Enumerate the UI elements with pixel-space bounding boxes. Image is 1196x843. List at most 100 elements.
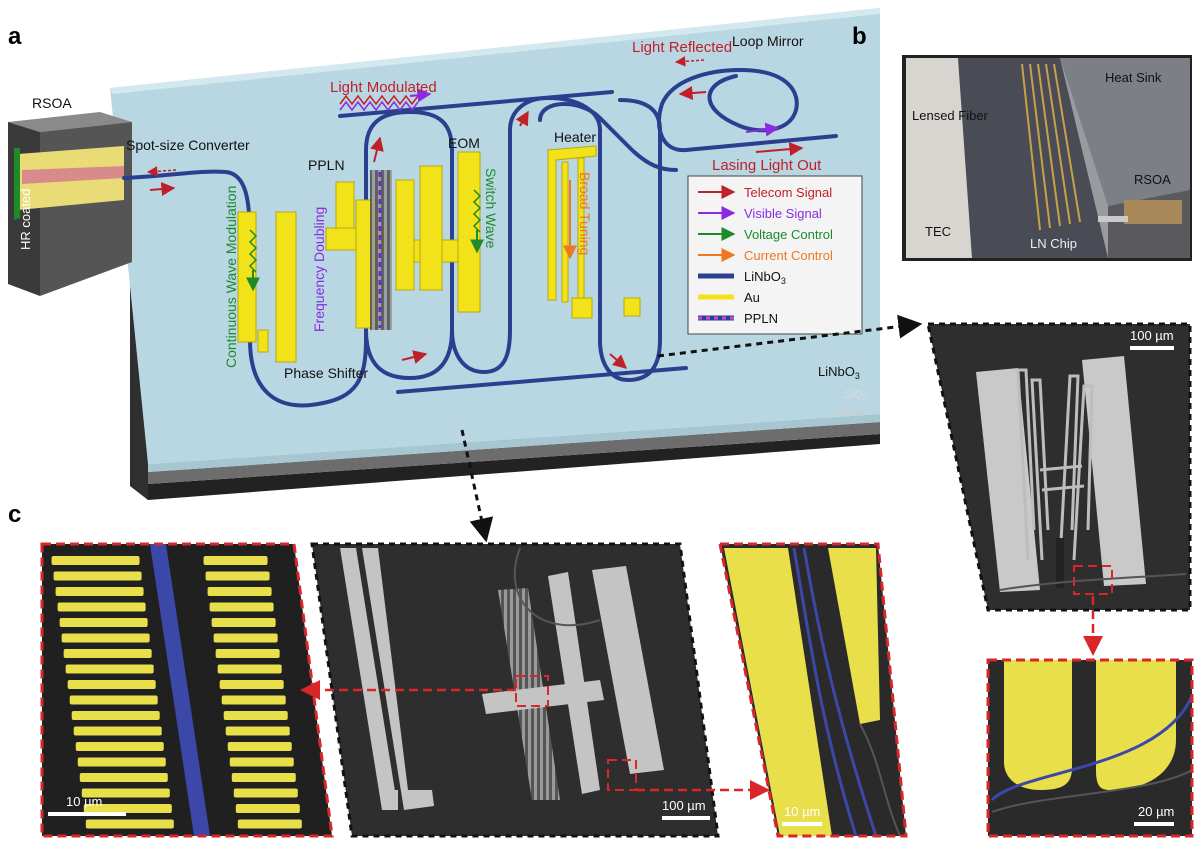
legend-label: LiNbO3: [744, 269, 786, 286]
legend-label: PPLN: [744, 311, 778, 326]
ppln-finger-left: [63, 649, 152, 658]
ppln-finger-right: [221, 695, 286, 705]
legend-label: Telecom Signal: [744, 185, 832, 200]
ppln-finger-left: [59, 618, 148, 627]
phase-shifter-electrode-right: [275, 211, 297, 363]
ppln-finger-left: [57, 602, 146, 612]
ppln-comb: [370, 170, 392, 330]
tec-label: TEC: [925, 224, 951, 239]
ppln-finger-left: [67, 680, 156, 689]
light-modulated-label: Light Modulated: [330, 79, 437, 96]
ppln-finger-right: [205, 571, 270, 581]
ppln-finger-left: [65, 664, 154, 674]
ppln-finger-left: [71, 711, 160, 720]
ppln-finger-right: [225, 726, 290, 736]
heater-pad-right: [623, 297, 641, 317]
ppln-finger-left: [83, 804, 172, 813]
telecom-arrow-input: [149, 182, 176, 197]
eom-label: EOM: [448, 135, 480, 151]
hr-coated-label: HR coated: [18, 189, 33, 250]
ppln-finger-right: [213, 633, 278, 643]
lasing-light-out-label: Lasing Light Out: [712, 157, 822, 174]
heat-sink-label: Heat Sink: [1105, 70, 1162, 85]
ppln-finger-left: [69, 695, 158, 705]
ppln-finger-right: [223, 711, 288, 720]
panel-label-c: c: [8, 501, 21, 528]
phase-shifter-label: Phase Shifter: [284, 365, 368, 381]
ppln-finger-left: [73, 726, 162, 736]
rsoa-block: [8, 112, 132, 296]
setup-photo: [902, 55, 1192, 261]
loop-mirror-label: Loop Mirror: [732, 33, 804, 49]
loop-mirror-waveguide: [657, 67, 799, 153]
chip-top-surface: [110, 8, 880, 464]
ppln-finger-right: [203, 556, 268, 565]
lower-bus-waveguide: [396, 366, 688, 394]
continuous-wave-modulation-label: Continuous Wave Modulation: [223, 186, 239, 368]
switch-wave-label: Switch Wave: [483, 168, 499, 249]
ppln-finger-left: [79, 773, 168, 782]
chip-signal-arrows: [146, 56, 804, 369]
ppln-finger-left: [85, 819, 174, 829]
ppln-finger-right: [237, 819, 302, 829]
ppln-label: PPLN: [308, 157, 345, 173]
heater-zoom-scale-label: 20 µm: [1138, 804, 1174, 819]
ln-chip-label: LN Chip: [1030, 236, 1077, 251]
ppln-finger-right: [215, 649, 280, 658]
lensed-fiber-label-line: Lensed Fiber: [912, 108, 989, 123]
ppln-finger-left: [75, 742, 164, 751]
ppln-finger-right: [235, 804, 300, 813]
ppln-finger-left: [77, 757, 166, 767]
sio2-layer-label: SiO2: [844, 389, 867, 403]
ppln-finger-right: [207, 587, 272, 596]
ppln-finger-right: [227, 742, 292, 751]
chip-sio2-edge: [148, 422, 880, 484]
heater-left-wire: [547, 145, 597, 301]
light-reflected-label: Light Reflected: [632, 39, 732, 56]
ppln-ring-bottom: [364, 328, 454, 381]
ppln-finger-left: [81, 788, 170, 798]
ppln-finger-right: [211, 618, 276, 627]
ppln-callout-arrow: [460, 429, 494, 543]
upper-bus-waveguide: [338, 90, 614, 118]
ppln-zoom-image: [40, 542, 334, 838]
rsoa-label: RSOA: [32, 95, 72, 111]
chip-silicon-edge: [148, 434, 880, 500]
eom-zoom-image: [718, 542, 908, 838]
ppln-finger-right: [217, 664, 282, 674]
photo-electrode-traces: [1021, 63, 1081, 231]
ppln-finger-left: [55, 587, 144, 596]
eom-electrode-left: [419, 165, 443, 291]
ppln-finger-right: [209, 602, 274, 612]
panel-label-b: b: [852, 23, 867, 50]
chip-body: [110, 8, 880, 500]
spot-size-converter-label: Spot-size Converter: [126, 137, 250, 153]
heater-sem-scale-label: 100 µm: [1130, 328, 1174, 343]
panel-label-a: a: [8, 23, 22, 50]
ppln-finger-right: [219, 680, 284, 689]
legend-label: Current Control: [744, 248, 833, 263]
frequency-doubling-label: Frequency Doubling: [311, 207, 327, 332]
eom-zoom-scale-label: 10 µm: [784, 804, 820, 819]
photo-rsoa-label: RSOA: [1134, 172, 1171, 187]
ppln-finger-right: [229, 757, 294, 767]
ppln-finger-right: [233, 788, 298, 798]
chip-linbo3-edge: [148, 414, 880, 472]
ppln-finger-left: [61, 633, 150, 643]
legend-label: Voltage Control: [744, 227, 833, 242]
ppln-finger-left: [51, 556, 140, 565]
heater-label: Heater: [554, 129, 596, 145]
ppln-finger-right: [231, 773, 296, 782]
heater-sem-image: [926, 322, 1192, 612]
heater-pad-left: [571, 297, 593, 319]
linbo3-layer-label: LiNbO3: [818, 364, 860, 381]
silicon-layer-label: Silicon: [836, 406, 868, 418]
output-waveguide: [684, 134, 838, 152]
ppln-finger-left: [53, 571, 142, 581]
legend-label: Au: [744, 290, 760, 305]
photo-fiber-region: [906, 58, 972, 258]
legend-label: Visible Signal: [744, 206, 822, 221]
ppln-sem-scale-label: 100 µm: [662, 798, 706, 813]
